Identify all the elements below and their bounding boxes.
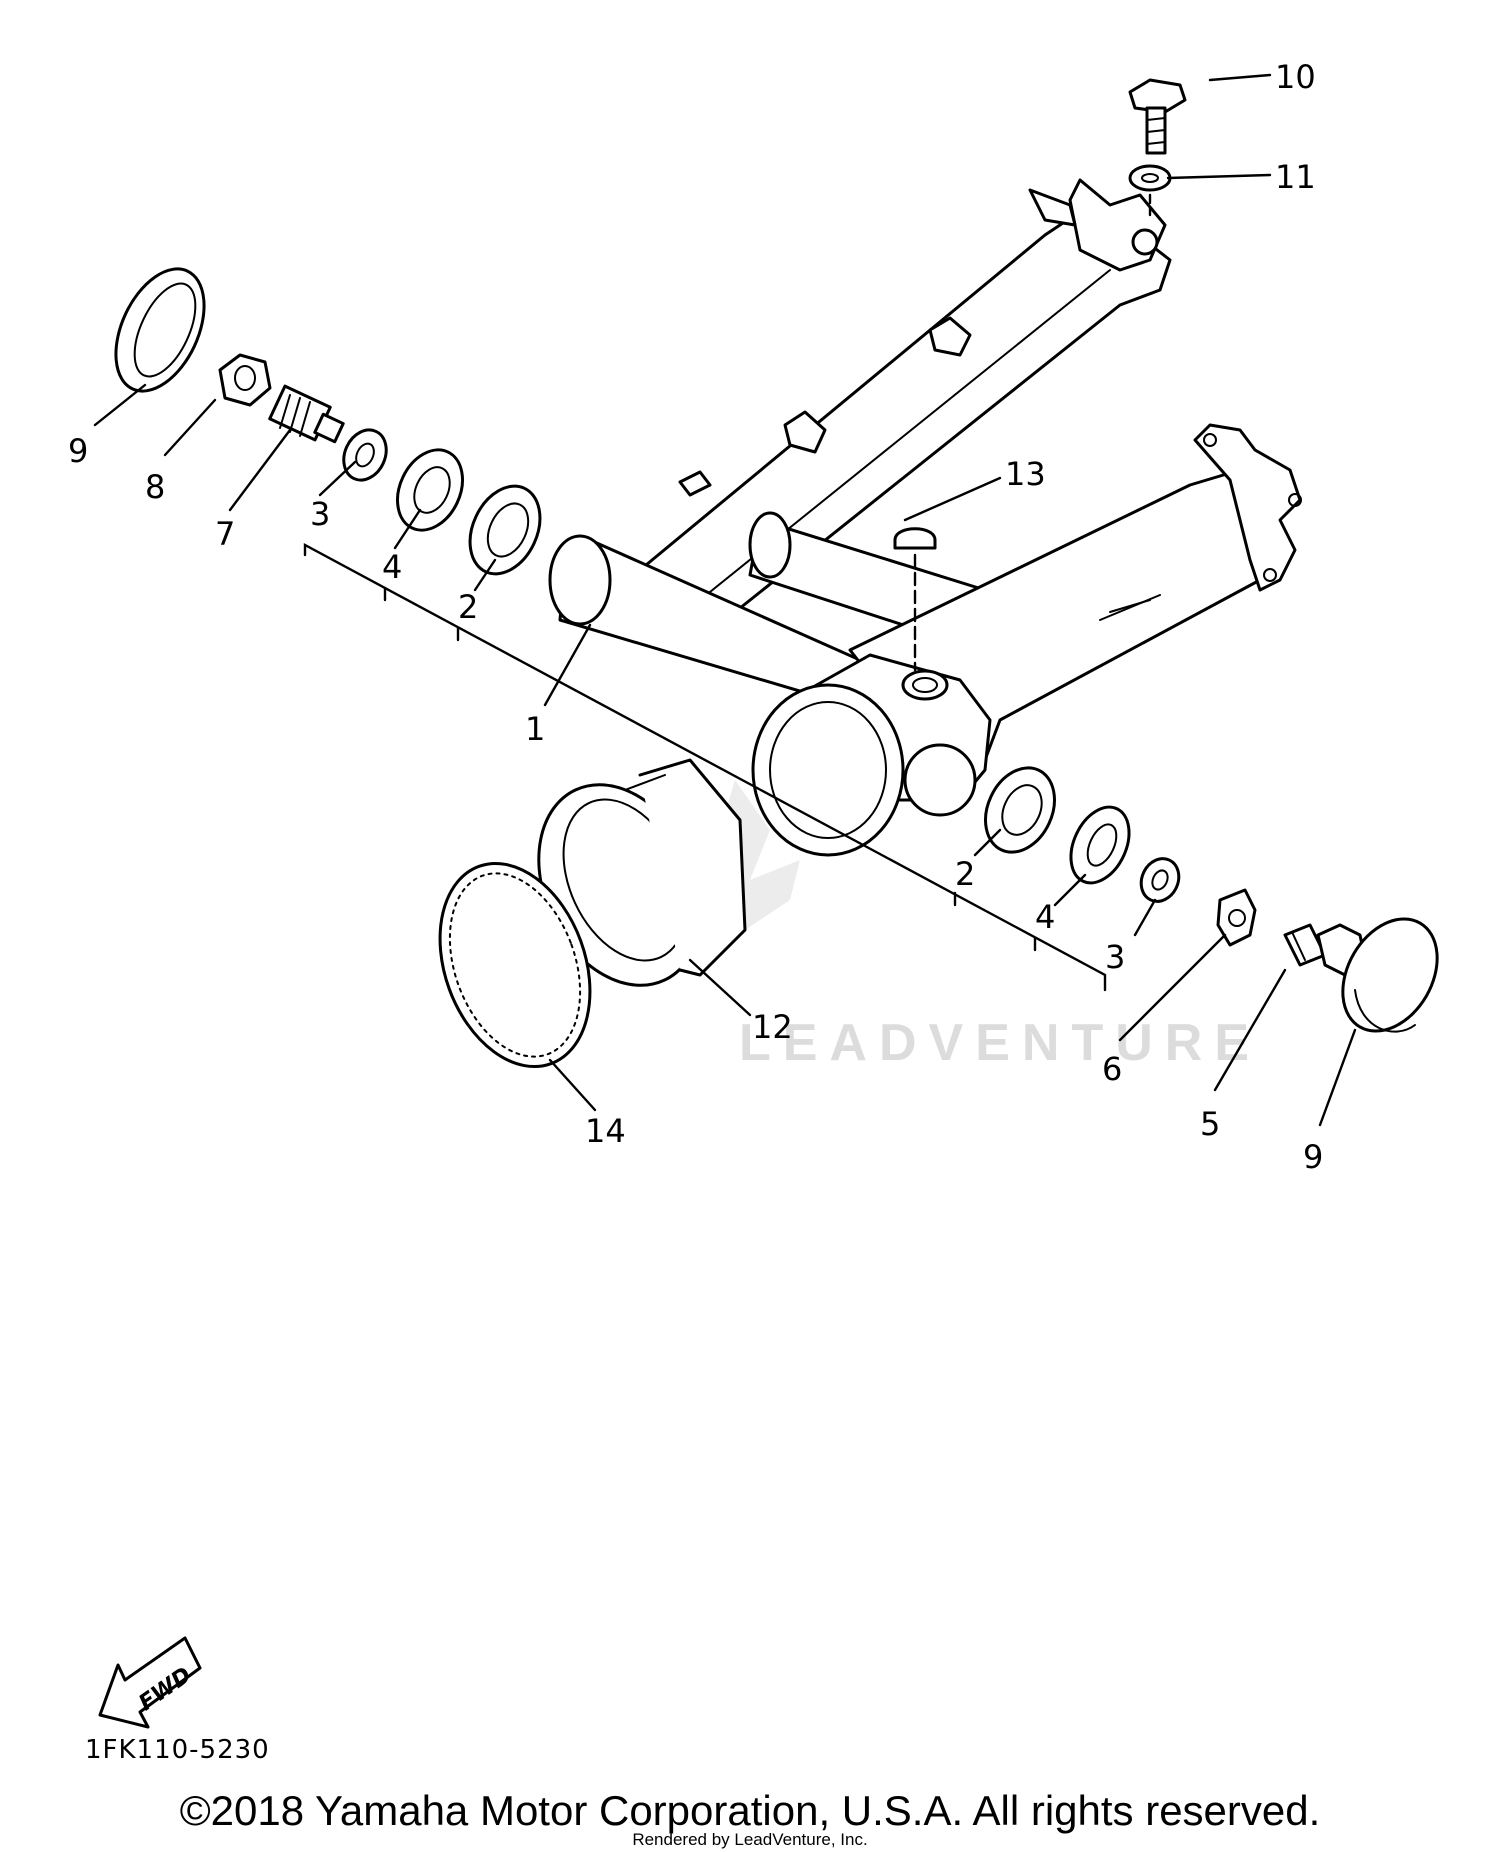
pivot-shaft-part-7 — [268, 384, 345, 444]
callout-7: 7 — [215, 515, 235, 553]
callout-4-right: 4 — [1035, 898, 1055, 936]
oil-seal-part-4-right — [1069, 805, 1131, 885]
callout-1: 1 — [525, 710, 545, 748]
bearing-part-2-right — [984, 766, 1056, 854]
copyright-notice: ©2018 Yamaha Motor Corporation, U.S.A. A… — [179, 1787, 1321, 1834]
callout-8: 8 — [145, 468, 165, 506]
assembly-bracket — [303, 542, 1107, 992]
diagram-code: 1FK110-5230 — [85, 1735, 270, 1765]
cap-part-9-left — [114, 267, 206, 393]
cap-part-9-right — [1341, 917, 1439, 1033]
callout-11: 11 — [1275, 158, 1316, 196]
callout-2-right: 2 — [955, 855, 975, 893]
leader-lines — [93, 73, 1357, 1127]
callout-2-left: 2 — [458, 588, 478, 626]
nut-part-8 — [218, 353, 272, 407]
callout-5: 5 — [1200, 1105, 1220, 1143]
callout-9-right: 9 — [1303, 1138, 1323, 1176]
callout-4-left: 4 — [382, 548, 402, 586]
lock-washer-part-6 — [1216, 888, 1257, 947]
collar-part-3-right — [1139, 857, 1181, 903]
bearing-part-2-left — [468, 484, 542, 576]
callout-6: 6 — [1102, 1050, 1122, 1088]
callout-numbers: 10 11 13 9 8 7 3 4 2 1 2 4 3 6 5 9 12 14 — [68, 58, 1323, 1176]
rendered-by-notice: Rendered by LeadVenture, Inc. — [632, 1830, 868, 1849]
callout-9-left: 9 — [68, 432, 88, 470]
callout-12: 12 — [752, 1008, 793, 1046]
callout-10: 10 — [1275, 58, 1316, 96]
callout-3-left: 3 — [310, 495, 330, 533]
watermark-text: LEADVENTURE — [739, 1014, 1261, 1072]
callout-13: 13 — [1005, 455, 1046, 493]
collar-part-3-left — [342, 428, 388, 482]
plug-part-13 — [893, 527, 937, 672]
band-part-14 — [438, 861, 592, 1069]
oil-seal-part-4-left — [396, 448, 464, 532]
forward-arrow: FWD — [98, 1636, 202, 1729]
callout-14: 14 — [585, 1112, 626, 1150]
swingarm-body — [548, 178, 1302, 857]
callout-3-right: 3 — [1105, 938, 1125, 976]
bolt-part-10 — [1128, 78, 1187, 155]
